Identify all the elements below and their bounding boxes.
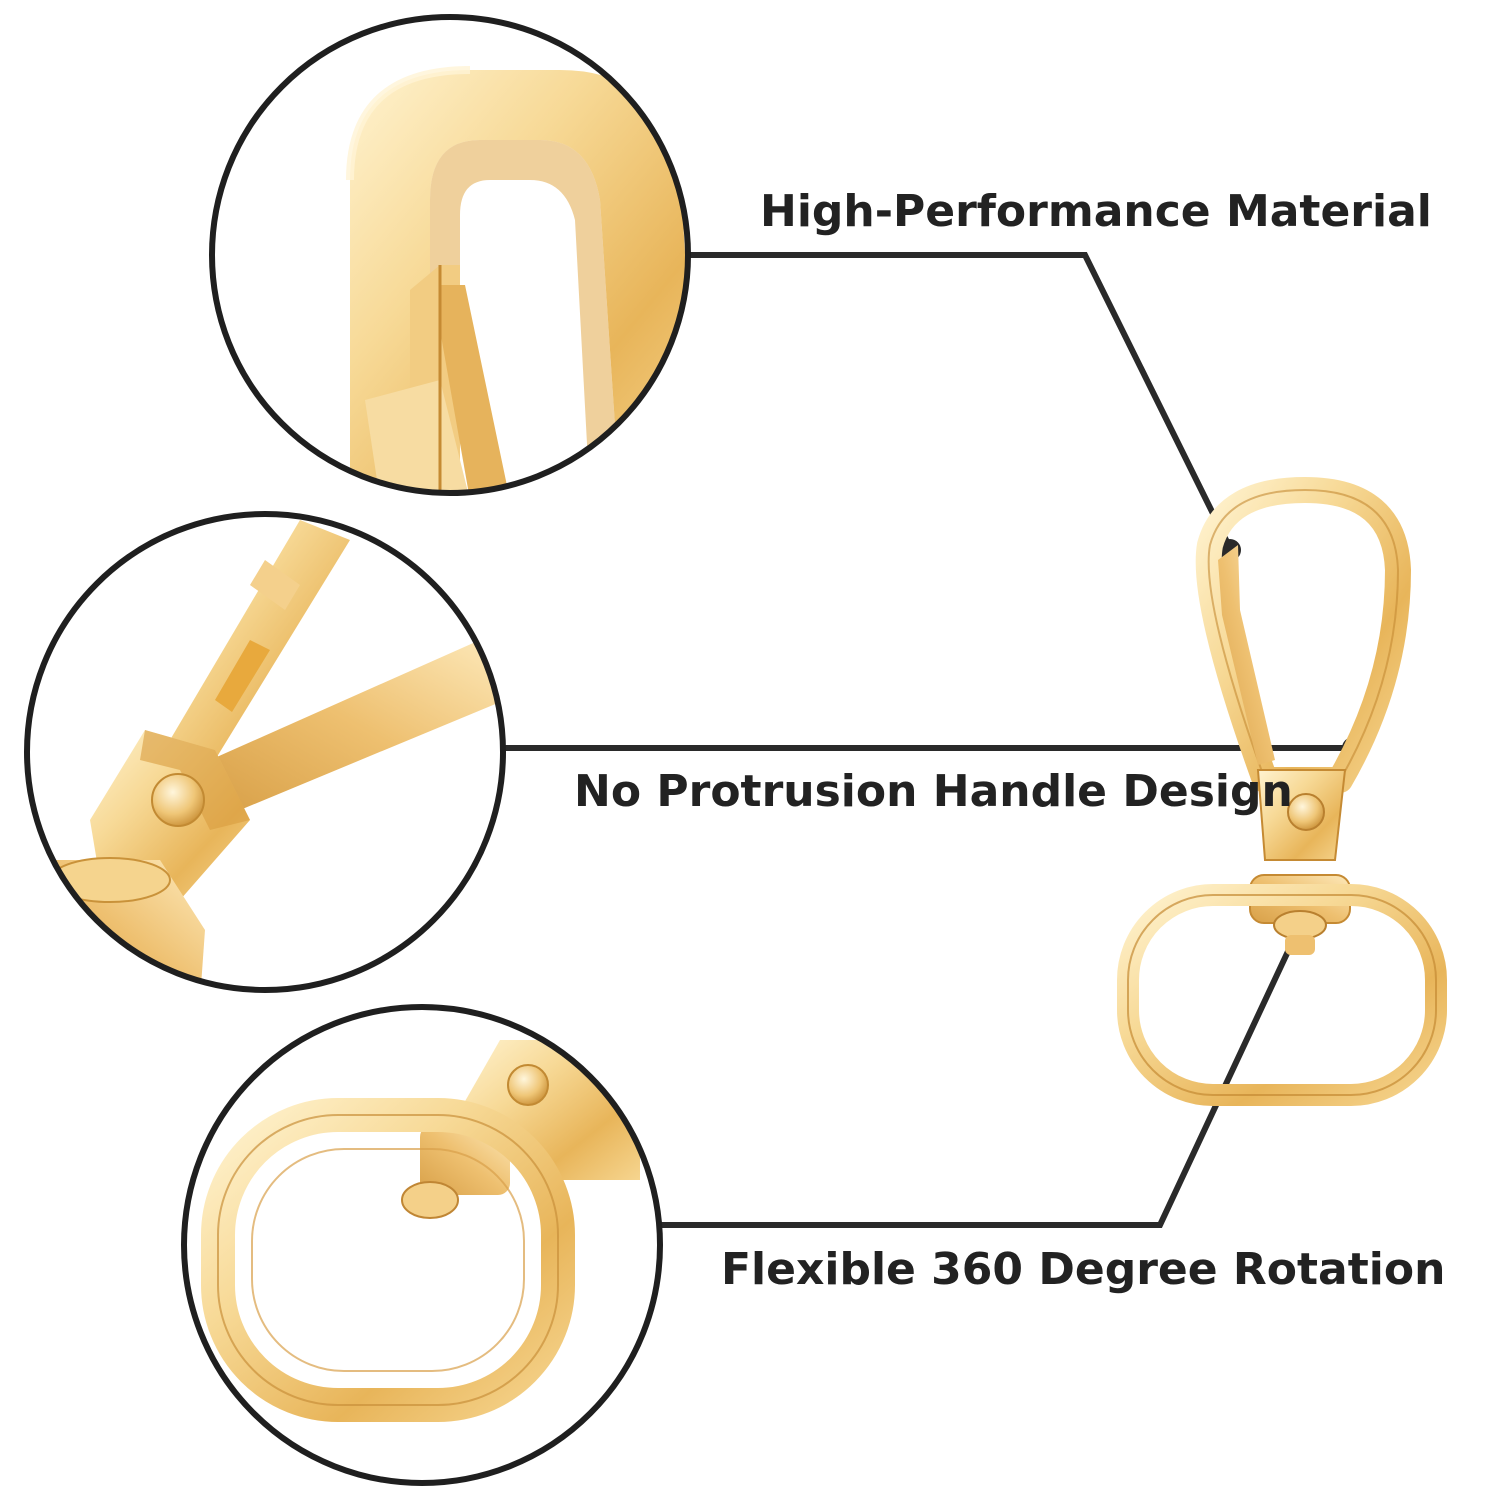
hinge-pin-closeup-icon — [27, 514, 503, 990]
swivel-ring-closeup-icon — [184, 1007, 660, 1483]
feature-label-material: High-Performance Material — [760, 186, 1432, 237]
zoom-circle-bottom — [181, 1004, 663, 1486]
feature-label-rotation: Flexible 360 Degree Rotation — [721, 1244, 1446, 1295]
zoom-circle-middle — [24, 511, 506, 993]
zoom-circle-top — [209, 14, 691, 496]
connector-rotation — [660, 898, 1315, 1228]
swivel-snap-hook-icon — [1117, 477, 1447, 1106]
feature-label-handle: No Protrusion Handle Design — [574, 766, 1293, 817]
connector-material — [690, 252, 1233, 550]
connector-lines — [505, 252, 1353, 1228]
